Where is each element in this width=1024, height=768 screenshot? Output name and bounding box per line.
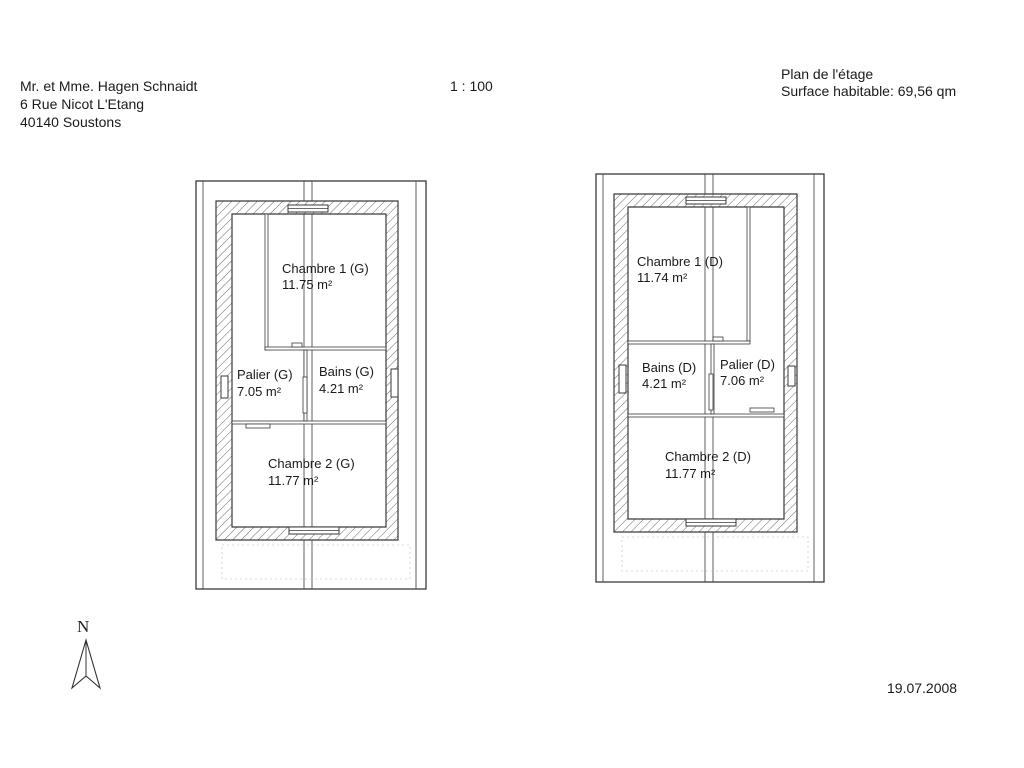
- left-room-area: 7.05 m²: [237, 384, 282, 399]
- left-room-name: Palier (G): [237, 367, 293, 382]
- plan-surface: Surface habitable: 69,56 qm: [781, 83, 957, 99]
- right-room-name: Chambre 1 (D): [637, 254, 723, 269]
- owner-street: 6 Rue Nicot L'Etang: [20, 96, 145, 112]
- right-room-area: 11.77 m²: [665, 466, 716, 481]
- owner-name: Mr. et Mme. Hagen Schnaidt: [20, 78, 198, 94]
- scale-label: 1 : 100: [450, 78, 493, 94]
- plan-title: Plan de l'étage: [781, 66, 874, 82]
- north-label: N: [77, 617, 89, 636]
- left-room-area: 11.75 m²: [282, 277, 333, 292]
- right-unit-plan: [595, 173, 825, 583]
- owner-address-block: Mr. et Mme. Hagen Schnaidt 6 Rue Nicot L…: [20, 78, 197, 132]
- right-room-name: Palier (D): [720, 357, 775, 372]
- right-room-labels: Chambre 1 (D) 11.74 m² Bains (D) 4.21 m²…: [637, 254, 775, 481]
- left-room-labels: Chambre 1 (G) 11.75 m² Palier (G) 7.05 m…: [237, 261, 374, 488]
- left-unit-plan: [195, 180, 427, 590]
- right-room-area: 4.21 m²: [642, 376, 687, 391]
- left-room-name: Bains (G): [319, 364, 374, 379]
- right-room-area: 7.06 m²: [720, 373, 765, 388]
- plan-date: 19.07.2008: [887, 680, 958, 696]
- owner-city: 40140 Soustons: [20, 114, 122, 130]
- left-room-area: 4.21 m²: [319, 381, 364, 396]
- right-room-name: Bains (D): [642, 360, 696, 375]
- left-room-area: 11.77 m²: [268, 473, 319, 488]
- plan-info: Plan de l'étage Surface habitable: 69,56…: [781, 66, 956, 100]
- right-lot-outline: [595, 173, 825, 583]
- left-lot-outline: [195, 180, 427, 590]
- right-room-area: 11.74 m²: [637, 270, 688, 285]
- right-room-name: Chambre 2 (D): [665, 449, 751, 464]
- north-arrow-icon: N: [70, 617, 102, 690]
- left-room-name: Chambre 1 (G): [282, 261, 369, 276]
- left-room-name: Chambre 2 (G): [268, 456, 355, 471]
